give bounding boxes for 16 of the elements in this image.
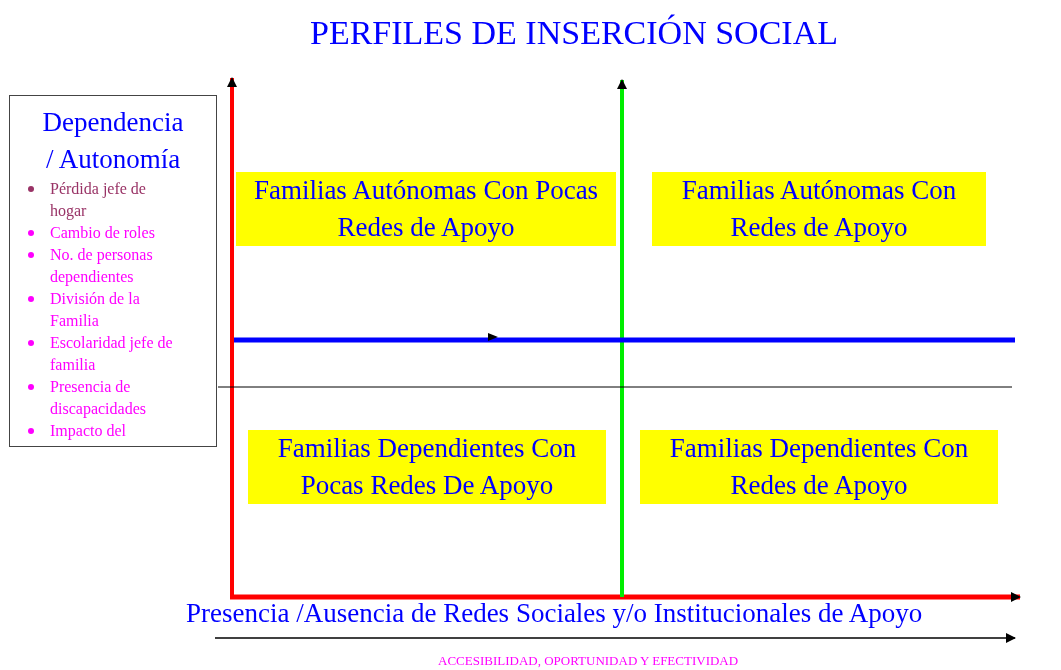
quadrant-label: Familias Autónomas Con Redes de Apoyo xyxy=(652,172,986,246)
panel-heading: Dependencia / Autonomía xyxy=(41,106,185,176)
quadrant-label: Familias Dependientes Con Redes de Apoyo xyxy=(640,430,998,504)
list-item: Impacto del xyxy=(50,420,178,442)
list-item: Pérdida jefe de hogar xyxy=(50,178,178,222)
title: PERFILES DE INSERCIÓN SOCIAL xyxy=(310,14,838,52)
list-item: Escolaridad jefe de familia xyxy=(50,332,178,376)
list-item: Cambio de roles xyxy=(50,222,178,244)
axis-label: Presencia /Ausencia de Redes Sociales y/o Institucionales de Apoyo xyxy=(186,598,923,629)
quadrant-label: Familias Dependientes Con Pocas Redes De Apoyo xyxy=(248,430,606,504)
list-item: División de la Familia xyxy=(50,288,178,332)
axis-note: ACCESIBILIDAD, OPORTUNIDAD Y EFECTIVIDAD xyxy=(438,653,739,669)
factor-panel xyxy=(9,95,217,447)
list-item: Presencia de discapacidades xyxy=(50,376,178,420)
list-item: No. de personas dependientes xyxy=(50,244,178,288)
quadrant-label: Familias Autónomas Con Pocas Redes de Apoyo xyxy=(236,172,616,246)
